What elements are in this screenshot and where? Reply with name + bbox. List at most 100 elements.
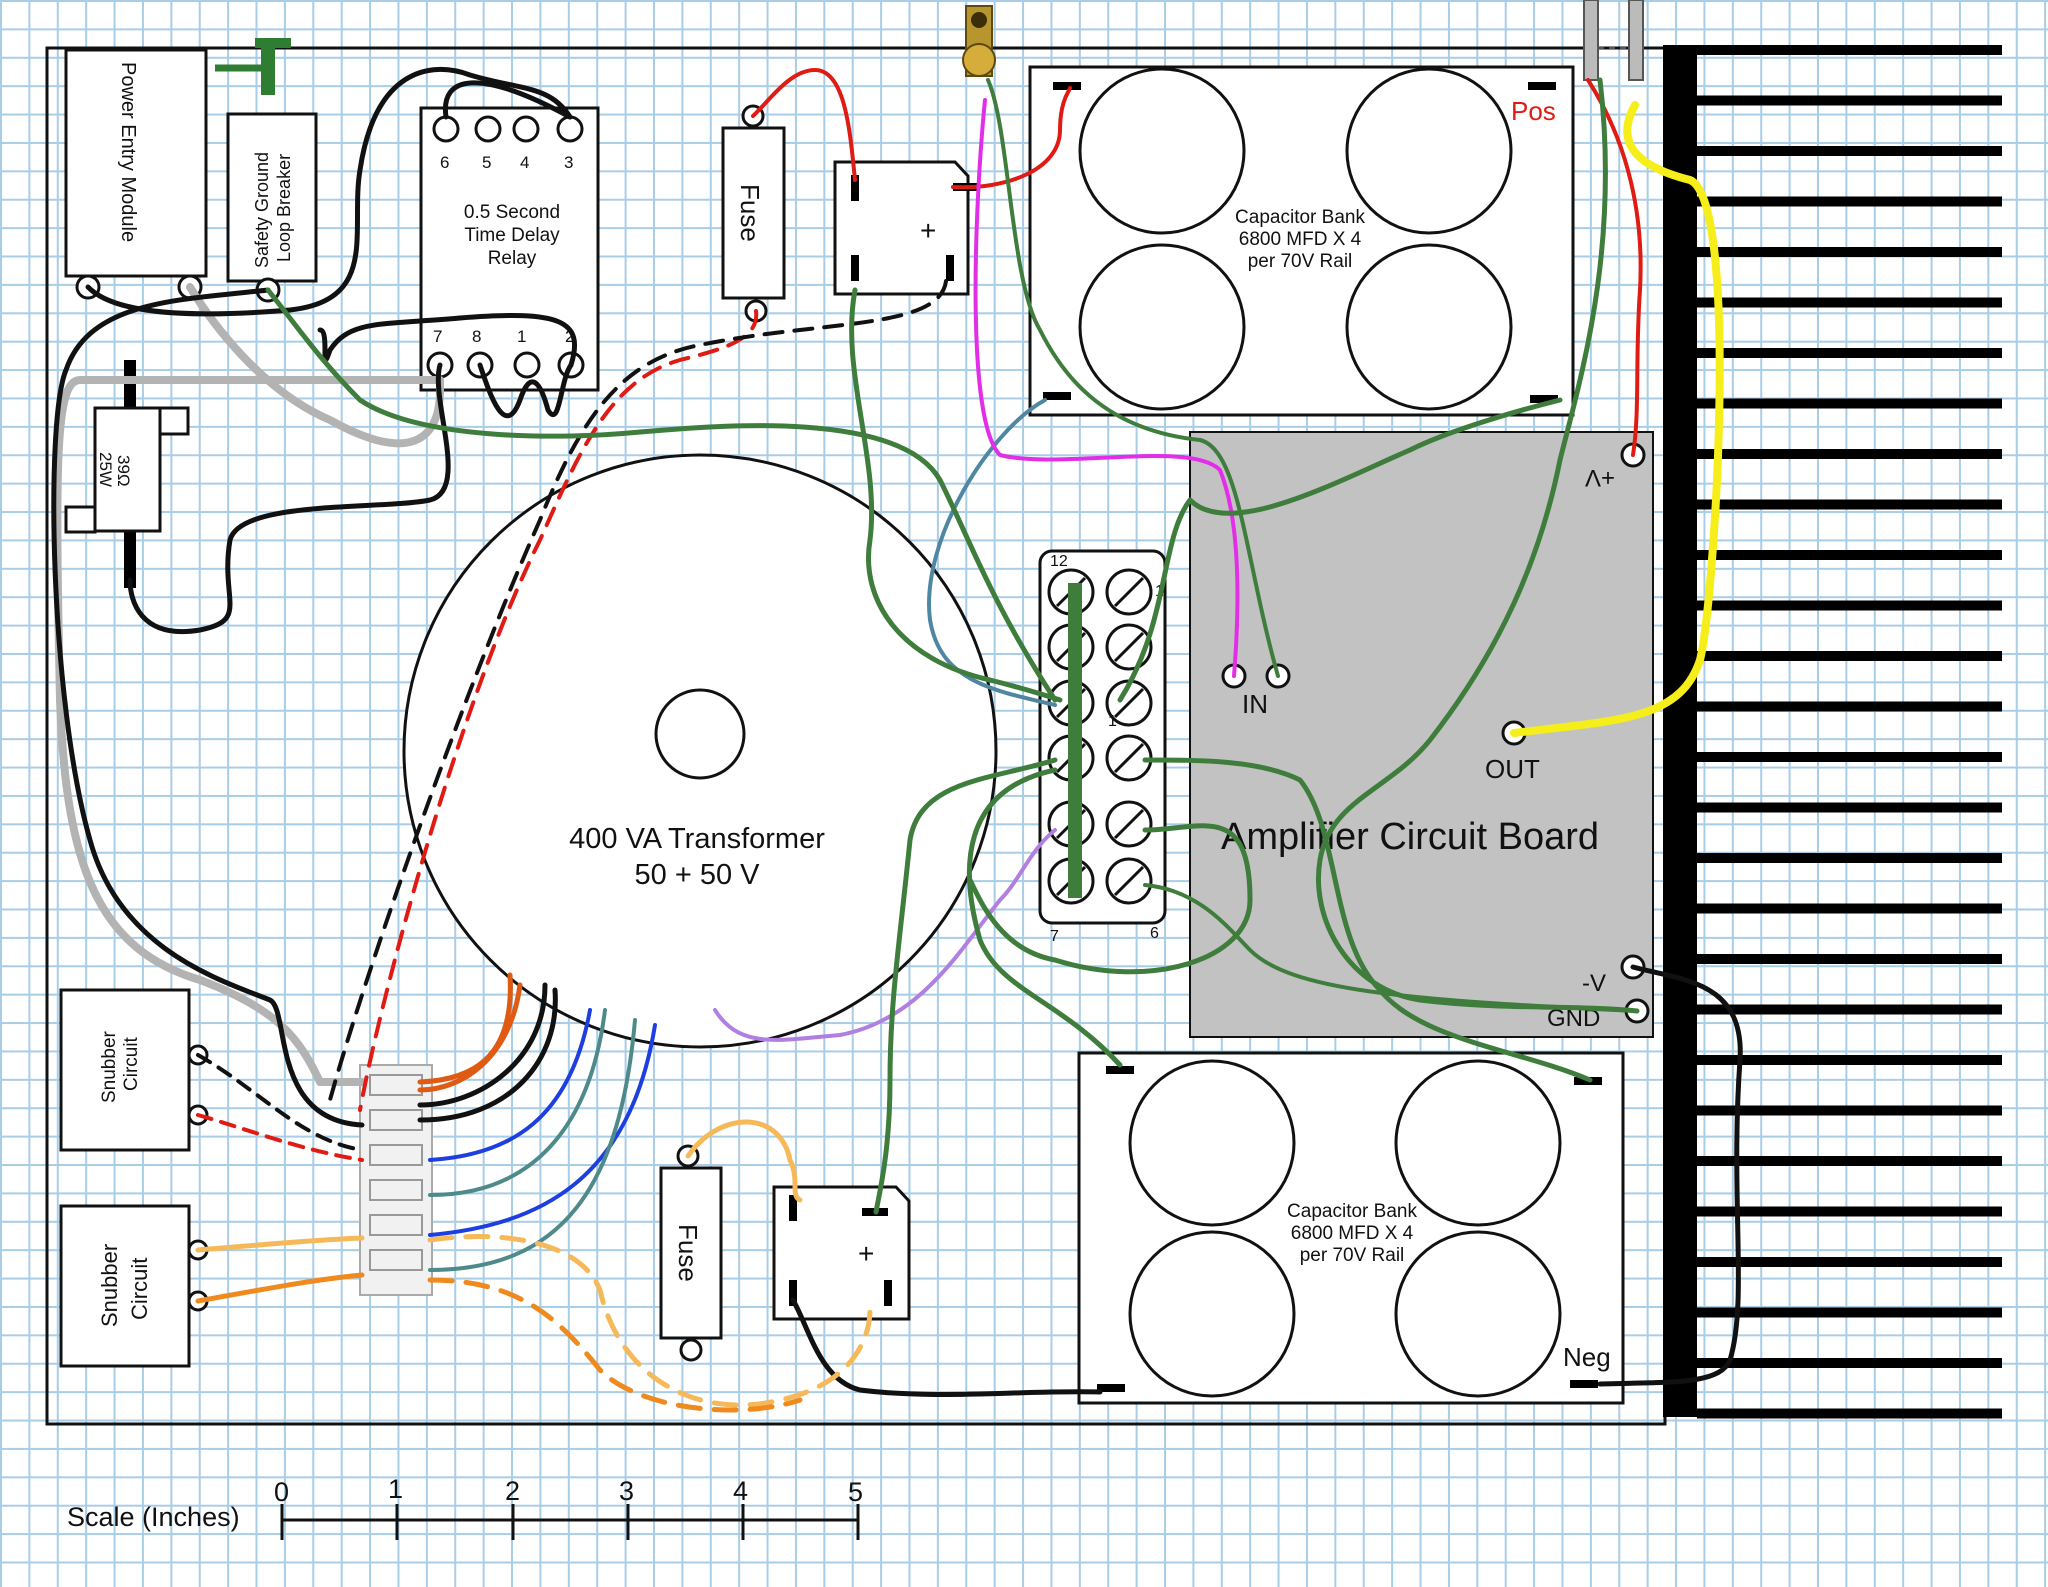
green-wire-7: [966, 767, 1123, 1068]
heatsink-fin: [1697, 196, 2002, 207]
rectifier-top-plus: +: [920, 215, 936, 246]
orange-dashed: [427, 1277, 803, 1413]
heatsink-fin: [1697, 1358, 2002, 1368]
resistor-label-1: 39Ω: [114, 455, 133, 487]
tb-label-12: 12: [1050, 553, 1068, 570]
cap-bottom-label-3: per 70V Rail: [1300, 1245, 1405, 1266]
heatsink-fin: [1697, 651, 2002, 661]
heatsink-fin: [1697, 550, 2002, 560]
steel-blue-wire: [927, 398, 1057, 707]
amp-out-label: OUT: [1485, 754, 1540, 784]
amplifier-board: Amplifier Circuit Board +V IN OUT -V GND: [1189, 431, 1654, 1038]
scale-tick-5: 5: [848, 1477, 863, 1507]
black-wire-2: [442, 80, 573, 120]
lavender-wire: [713, 828, 1057, 1042]
blue-wire-2: [428, 1023, 657, 1237]
cap-top-label-1: Capacitor Bank: [1235, 207, 1365, 228]
heatsink-fin: [1697, 853, 2002, 863]
heatsink-fin: [1697, 1257, 2002, 1267]
black-wire-7: [417, 982, 558, 1123]
power-entry-label: Power Entry Module: [117, 62, 139, 242]
fuse-top: Fuse: [721, 104, 786, 323]
snubber-circuit-1: Snubber Circuit: [59, 988, 209, 1152]
heatsink-fin: [1697, 297, 2002, 308]
rca-input-jack: [962, 5, 996, 77]
lt-orange-wire-2: [685, 1119, 803, 1203]
fuse-top-label: Fuse: [735, 184, 765, 242]
lt-orange-wire-1: [195, 1235, 365, 1253]
relay-label-3: Relay: [488, 248, 537, 269]
heatsink-fin: [1697, 398, 2002, 409]
black-dashed-snubber: [196, 1053, 364, 1152]
tb-label-6: 6: [1150, 925, 1159, 942]
black-wire-3: [51, 287, 365, 1128]
yellow-wire: [1510, 101, 1724, 737]
snubber-circuit-2: Snubber Circuit: [59, 1204, 209, 1368]
scale-bar: Scale (Inches) 0 1 2 3 4 5: [67, 1474, 863, 1540]
heatsink-fin: [1697, 348, 2002, 358]
heatsink-fin: [1697, 954, 2002, 964]
heatsink-fin: [1697, 1055, 2002, 1065]
blue-wire-1: [428, 1008, 592, 1162]
transformer-label-2: 50 + 50 V: [635, 859, 761, 891]
green-wire-3: [986, 78, 1280, 678]
scale-tick-0: 0: [274, 1477, 289, 1507]
scale-tick-3: 3: [619, 1476, 634, 1506]
orange-wire-1: [195, 1272, 365, 1304]
wiring: [51, 67, 1743, 1413]
power-entry-module: Power Entry Module: [64, 48, 208, 300]
capacitor-bank-bottom: Capacitor Bank 6800 MFD X 4 per 70V Rail…: [1077, 1051, 1625, 1405]
magenta-wire: [973, 98, 1240, 678]
relay-pin-4: 4: [520, 153, 529, 172]
green-wire-1: [265, 287, 1058, 703]
snubber1-label-2: Circuit: [121, 1036, 142, 1091]
heatsink-fin: [1697, 45, 2002, 55]
black-wire-9: [1597, 964, 1743, 1387]
scale-label: Scale (Inches): [67, 1502, 240, 1532]
cap-top-label-2: 6800 MFD X 4: [1239, 229, 1362, 250]
teal-wire-2: [428, 1018, 637, 1272]
teal-wire-1: [428, 1008, 607, 1197]
amp-vminus-label: -V: [1582, 970, 1606, 997]
ground-breaker-label-2: Loop Breaker: [274, 154, 294, 262]
green-wire-4: [1117, 397, 1563, 703]
red-dashed-wire: [358, 309, 759, 1112]
cap-top-label-3: per 70V Rail: [1248, 251, 1353, 272]
relay-label-2: Time Delay: [464, 225, 560, 246]
transformer-label-1: 400 VA Transformer: [569, 823, 825, 855]
relay-label-1: 0.5 Second: [464, 202, 560, 223]
snubber2-label-1: Snubber: [97, 1244, 122, 1327]
green-wire-9: [967, 823, 1253, 975]
heatsink-fin: [1697, 95, 2002, 106]
heatsink-fin: [1697, 499, 2002, 510]
amp-vplus-label: +V: [1585, 464, 1615, 491]
rectifier-bottom: +: [772, 1185, 911, 1321]
fuse-bottom-label: Fuse: [673, 1224, 703, 1282]
capacitor-bank-top: Capacitor Bank 6800 MFD X 4 per 70V Rail…: [1028, 65, 1575, 417]
cap-bottom-label-2: 6800 MFD X 4: [1291, 1223, 1414, 1244]
cap-bottom-neg-label: Neg: [1563, 1342, 1611, 1372]
toroidal-transformer: 400 VA Transformer 50 + 50 V: [402, 453, 998, 1049]
heatsink-fin: [1697, 1004, 2002, 1015]
heatsink: [1663, 45, 2002, 1419]
green-wire-8: [1142, 757, 1593, 1083]
heatsink-fin: [1697, 247, 2002, 257]
snubber2-label-2: Circuit: [127, 1258, 152, 1320]
lt-orange-dashed: [427, 1234, 873, 1408]
speaker-posts: [1583, 0, 1644, 81]
black-wire-6: [127, 362, 451, 634]
black-wire-1: [85, 67, 573, 317]
relay-pin-1: 1: [517, 327, 526, 346]
cap-bottom-label-1: Capacitor Bank: [1287, 1201, 1417, 1222]
red-dashed-snubber: [196, 1113, 364, 1162]
fuse-bottom: Fuse: [659, 1144, 723, 1362]
heatsink-fin: [1697, 1105, 2002, 1116]
heatsink-fin: [1697, 1156, 2002, 1166]
red-wire-2: [951, 86, 1072, 190]
scale-tick-4: 4: [733, 1476, 748, 1506]
heatsink-fin: [1697, 701, 2002, 712]
relay-pin-3: 3: [564, 153, 573, 172]
heatsink-fin: [1697, 600, 2002, 611]
resistor-39ohm: 39Ω 25W: [64, 360, 190, 588]
black-wire-4: [317, 313, 578, 368]
